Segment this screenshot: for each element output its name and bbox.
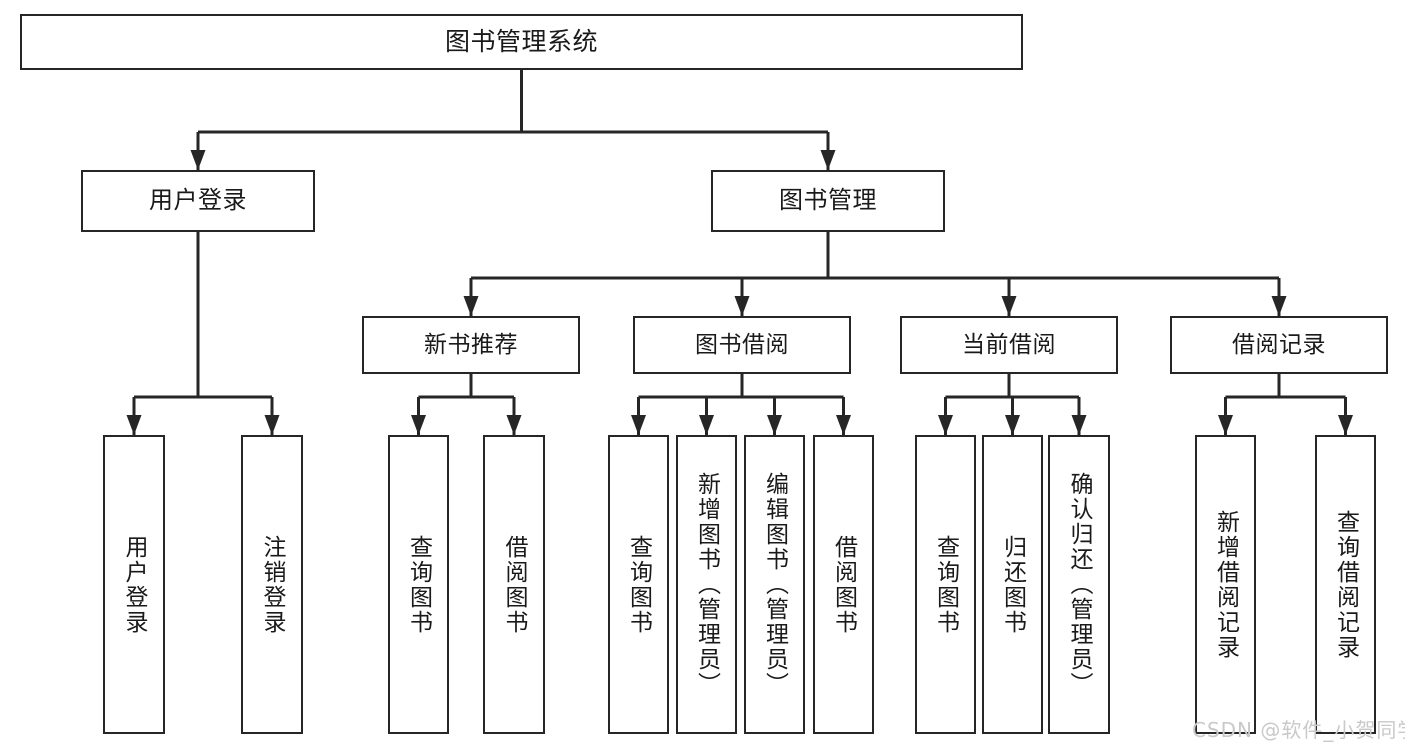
node-leaf-borrow-book[interactable]: 借阅图书: [813, 435, 874, 734]
node-label: 查询借阅记录: [1332, 509, 1359, 660]
node-leaf-query-book[interactable]: 查询图书: [608, 435, 669, 734]
connector-arrowhead: [1005, 415, 1020, 435]
node-book-borrow[interactable]: 图书借阅: [633, 316, 851, 374]
node-current-borrow[interactable]: 当前借阅: [900, 316, 1118, 374]
node-user-login[interactable]: 用户登录: [81, 170, 315, 232]
node-book-manage[interactable]: 图书管理: [711, 170, 945, 232]
node-root[interactable]: 图书管理系统: [20, 14, 1023, 70]
connector-arrowhead: [126, 415, 142, 435]
node-label: 图书借阅: [695, 331, 789, 358]
node-leaf-user-login[interactable]: 用户登录: [103, 435, 165, 734]
node-label: 借阅图书: [830, 534, 857, 635]
connector-arrowhead: [506, 415, 522, 435]
node-label: 借阅记录: [1232, 331, 1326, 358]
node-leaf-query-book-rec[interactable]: 查询图书: [388, 435, 449, 734]
node-leaf-user-logout[interactable]: 注销登录: [241, 435, 303, 734]
node-leaf-add-record[interactable]: 新增借阅记录: [1195, 435, 1256, 734]
node-label: 用户登录: [121, 534, 148, 635]
node-label: 借阅图书: [501, 534, 528, 635]
node-label: 当前借阅: [962, 331, 1056, 358]
connector-arrowhead: [767, 415, 782, 435]
connector-arrowhead: [1218, 415, 1233, 435]
node-label: 查询图书: [405, 534, 432, 635]
node-label: 新增借阅记录: [1212, 509, 1239, 660]
node-label: 图书管理: [779, 186, 877, 215]
node-label: 确认归还（管理员）: [1066, 472, 1093, 697]
node-label: 查询图书: [625, 534, 652, 635]
node-label: 归还图书: [999, 534, 1026, 635]
connector-arrowhead: [1338, 415, 1353, 435]
connector-arrowhead: [938, 415, 953, 435]
node-label: 注销登录: [259, 534, 286, 635]
connector-arrowhead: [820, 150, 836, 170]
connector-arrowhead: [1071, 415, 1087, 435]
node-new-book-rec[interactable]: 新书推荐: [362, 316, 580, 374]
node-leaf-return-book[interactable]: 归还图书: [982, 435, 1043, 734]
connector-arrowhead: [411, 415, 426, 435]
node-leaf-add-book[interactable]: 新增图书（管理员）: [676, 435, 737, 734]
connector-arrowhead: [1001, 296, 1017, 316]
node-leaf-edit-book[interactable]: 编辑图书（管理员）: [744, 435, 805, 734]
node-label: 查询图书: [932, 534, 959, 635]
connector-arrowhead: [734, 296, 750, 316]
node-label: 图书管理系统: [444, 26, 598, 56]
node-leaf-borrow-book-rec[interactable]: 借阅图书: [483, 435, 545, 734]
connector-arrowhead: [631, 415, 646, 435]
node-leaf-query-book-cur[interactable]: 查询图书: [915, 435, 976, 734]
node-label: 新增图书（管理员）: [693, 472, 720, 697]
node-borrow-record[interactable]: 借阅记录: [1170, 316, 1388, 374]
node-label: 新书推荐: [424, 331, 518, 358]
node-leaf-query-record[interactable]: 查询借阅记录: [1315, 435, 1376, 734]
connector-arrowhead: [463, 296, 479, 316]
node-leaf-confirm-return[interactable]: 确认归还（管理员）: [1048, 435, 1110, 734]
node-label: 编辑图书（管理员）: [761, 472, 788, 697]
connector-arrowhead: [1271, 296, 1287, 316]
connector-arrowhead: [190, 150, 206, 170]
node-label: 用户登录: [149, 186, 247, 215]
connector-arrowhead: [836, 415, 851, 435]
connector-arrowhead: [699, 415, 714, 435]
connector-arrowhead: [264, 415, 280, 435]
